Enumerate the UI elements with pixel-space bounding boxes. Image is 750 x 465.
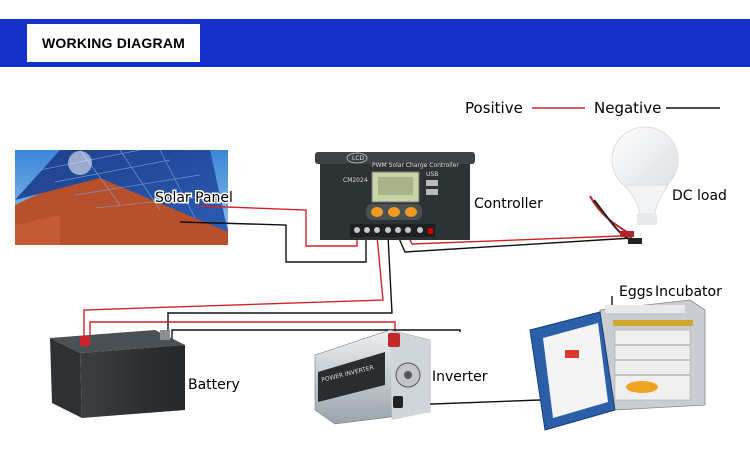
dc-load-bulb-image — [590, 127, 678, 244]
controller-button-right — [405, 207, 417, 217]
battery-negative-terminal — [160, 330, 170, 340]
egg-incubator-image — [530, 300, 705, 430]
label-controller: Controller — [474, 196, 543, 212]
legend-negative-label: Negative — [594, 99, 661, 117]
inverter-image: POWER INVERTER — [315, 330, 430, 424]
label-solar-panel: Solar Panel — [155, 190, 233, 206]
controller-lcd-digits — [378, 177, 413, 195]
wire-battery-negative — [168, 236, 392, 340]
inverter-positive-terminal — [388, 333, 400, 347]
legend-positive-label: Positive — [465, 99, 523, 117]
controller-usb: USB — [426, 171, 438, 178]
usb-port-1 — [426, 180, 438, 186]
charge-controller-image: LCD PWM Solar Charge Controller CM2024 U… — [315, 152, 475, 240]
label-incubator: Incubator — [655, 284, 722, 300]
controller-badge: LCD — [352, 155, 365, 162]
controller-button-left — [371, 207, 383, 217]
label-dc-load: DC load — [672, 188, 727, 204]
controller-model: CM2024 — [343, 177, 368, 184]
battery-positive-terminal — [80, 336, 90, 346]
label-battery: Battery — [188, 377, 240, 393]
label-eggs: Eggs — [619, 284, 653, 300]
controller-title: PWM Solar Charge Controller — [372, 162, 459, 169]
label-inverter: Inverter — [432, 369, 488, 385]
legend: Positive Negative — [465, 99, 720, 117]
inverter-negative-terminal — [393, 396, 403, 408]
controller-button-mid — [388, 207, 400, 217]
controller-led — [428, 228, 433, 234]
battery-image — [50, 330, 185, 418]
incubator-display — [565, 350, 579, 358]
usb-port-2 — [426, 189, 438, 195]
